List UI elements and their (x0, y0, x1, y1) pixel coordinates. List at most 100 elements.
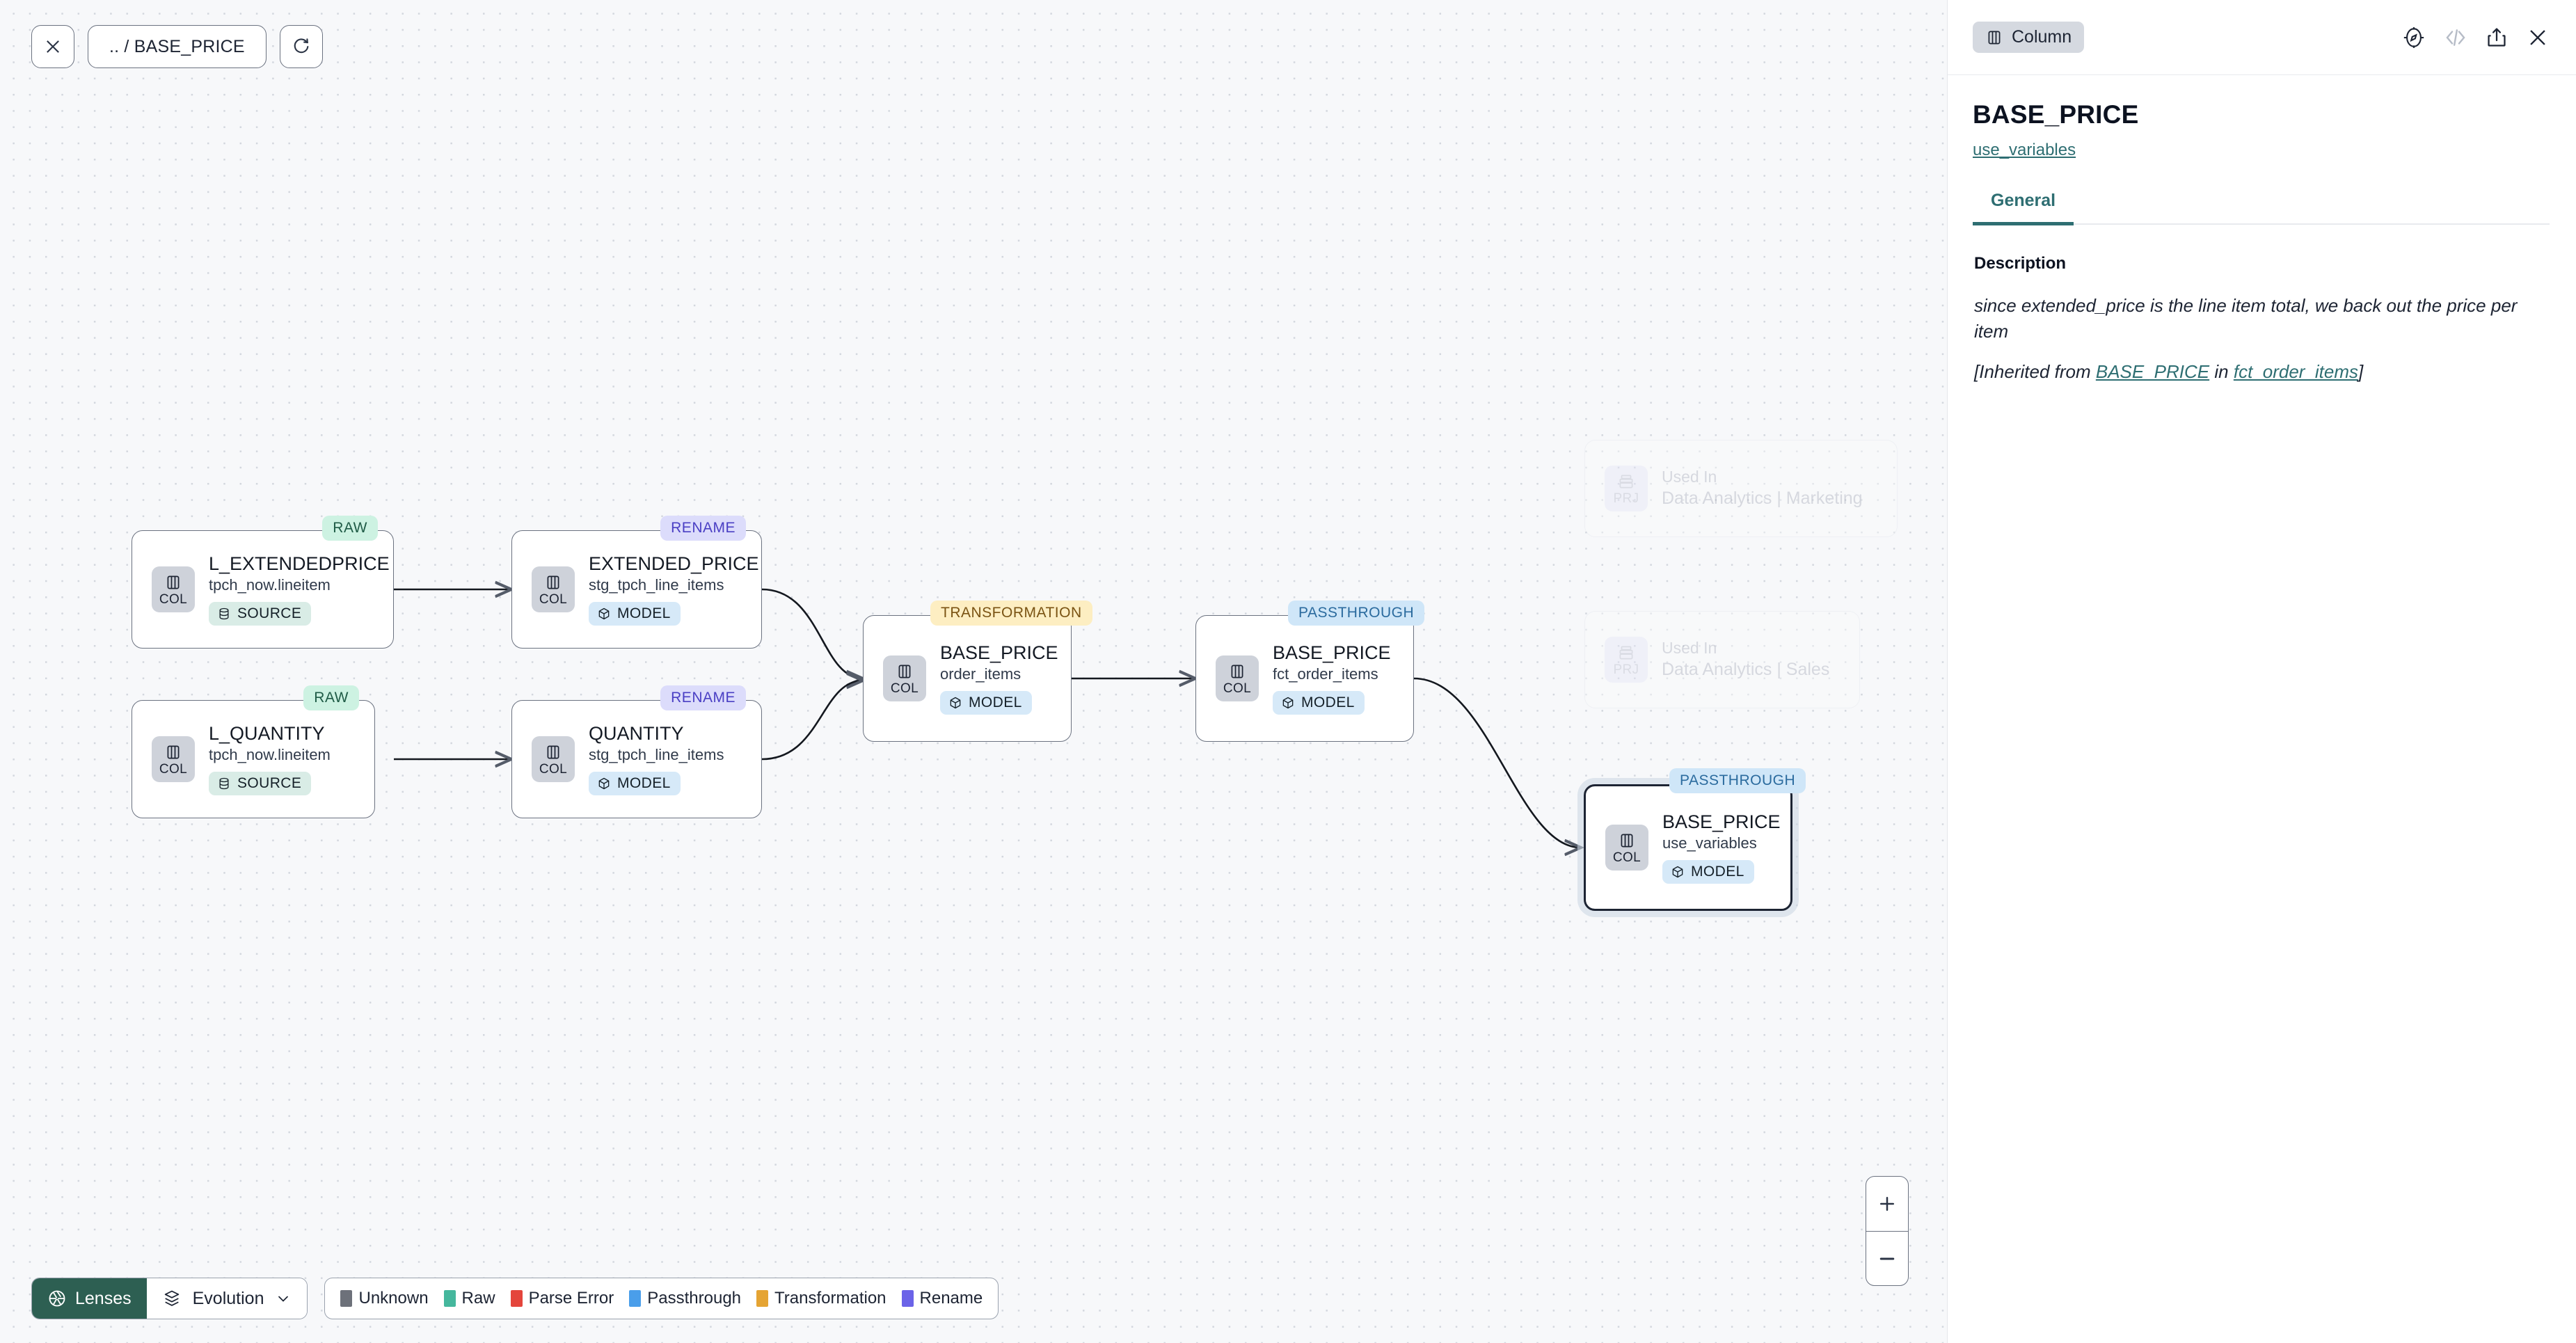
node-body: EXTENDED_PRICE stg_tpch_line_items MODEL (589, 553, 759, 626)
node-chip-label: MODEL (1301, 694, 1355, 710)
inherited-note: [Inherited from BASE_PRICE in fct_order_… (1974, 361, 2550, 383)
graph-node-extended-price[interactable]: RENAME COL EXTENDED_PRICE stg_tpch_line_… (511, 516, 762, 649)
node-chip-label: SOURCE (237, 774, 302, 791)
node-chip-model: MODEL (1273, 690, 1365, 715)
node-body: BASE_PRICE use_variables MODEL (1662, 811, 1781, 884)
tab-general[interactable]: General (1973, 191, 2074, 225)
aperture-icon (49, 1290, 65, 1307)
used-in-card-sales[interactable]: PRJ Used In Data Analytics | Sales (1584, 611, 1860, 708)
cube-icon (1282, 697, 1294, 709)
inherited-mid: in (2209, 360, 2234, 382)
legend-label: Parse Error (528, 1289, 614, 1308)
legend-swatch (510, 1290, 523, 1307)
node-subtitle: use_variables (1662, 834, 1757, 852)
legend-swatch (340, 1290, 353, 1307)
legend-swatch (901, 1290, 914, 1307)
cube-icon (950, 697, 961, 709)
legend-item-raw[interactable]: Raw (443, 1289, 495, 1308)
parent-model-link[interactable]: use_variables (1973, 141, 2076, 159)
used-in-card-marketing[interactable]: PRJ Used In Data Analytics | Marketing (1584, 440, 1898, 537)
code-icon[interactable] (2444, 26, 2467, 49)
node-badge-passthrough: PASSTHROUGH (1669, 768, 1806, 793)
legend-label: Rename (919, 1289, 983, 1308)
node-subtitle: order_items (940, 665, 1021, 683)
graph-node-base-price-order-items[interactable]: TRANSFORMATION COL BASE_PRICE order_item… (863, 601, 1092, 742)
details-panel: Column BASE_PRICE use_variables (1947, 0, 2576, 1343)
legend-label: Unknown (358, 1289, 429, 1308)
zoom-in-button[interactable] (1866, 1177, 1908, 1231)
zoom-controls (1866, 1176, 1909, 1286)
refresh-button[interactable] (279, 25, 323, 68)
panel-tabs: General (1973, 191, 2550, 225)
cube-icon (598, 607, 610, 620)
graph-node-l-extendedprice[interactable]: RAW COL L_EXTENDEDPRICE tpch_now.lineite… (132, 516, 394, 649)
inherited-suffix: ] (2358, 360, 2364, 382)
column-icon-label: COL (159, 591, 188, 607)
used-in-body: Used In Data Analytics | Sales (1662, 639, 1829, 680)
graph-node-base-price-use-variables[interactable]: PASSTHROUGH COL BASE_PRICE use_variables… (1584, 768, 1806, 911)
graph-node-l-quantity[interactable]: RAW COL L_QUANTITY tpch_now.lineitem SOU… (132, 685, 375, 818)
legend-item-parse-error[interactable]: Parse Error (510, 1289, 614, 1308)
inherited-model-link[interactable]: fct_order_items (2233, 360, 2359, 382)
minus-icon (1879, 1257, 1895, 1259)
legend-swatch (443, 1290, 456, 1307)
column-icon-label: COL (539, 591, 568, 607)
node-subtitle: tpch_now.lineitem (209, 746, 331, 764)
description-heading: Description (1974, 254, 2067, 273)
entity-type-badge: Column (1973, 22, 2085, 53)
node-subtitle: fct_order_items (1273, 665, 1378, 683)
node-badge-rename: RENAME (660, 516, 746, 541)
legend-item-passthrough[interactable]: Passthrough (629, 1289, 741, 1308)
graph-node-quantity[interactable]: RENAME COL QUANTITY stg_tpch_line_items … (511, 685, 762, 818)
node-chip-model: MODEL (1662, 859, 1754, 884)
used-in-label: Used In (1662, 639, 1717, 658)
node-chip-label: SOURCE (237, 605, 302, 621)
node-chip-model: MODEL (589, 771, 681, 795)
evolution-dropdown[interactable]: Evolution (146, 1278, 308, 1319)
legend-label: Raw (461, 1289, 495, 1308)
share-icon[interactable] (2486, 26, 2508, 49)
close-graph-button[interactable] (31, 25, 74, 68)
breadcrumb[interactable]: .. / BASE_PRICE (88, 25, 267, 68)
node-badge-passthrough: PASSTHROUGH (1288, 601, 1425, 626)
column-icon-label: COL (159, 761, 188, 777)
used-in-name: Data Analytics | Marketing (1662, 488, 1863, 509)
lenses-button[interactable]: Lenses (32, 1278, 147, 1319)
project-icon-label: PRJ (1613, 662, 1639, 677)
cube-icon (1672, 866, 1683, 878)
legend-label: Passthrough (647, 1289, 742, 1308)
compass-icon[interactable] (2402, 26, 2426, 49)
panel-header: Column (1948, 0, 2576, 75)
column-icon-label: COL (1612, 850, 1641, 865)
column-icon-label: COL (1223, 681, 1252, 696)
column-icon: COL (1605, 825, 1648, 871)
legend-item-unknown[interactable]: Unknown (340, 1289, 429, 1308)
lenses-label: Lenses (75, 1288, 132, 1308)
used-in-label: Used In (1662, 468, 1717, 486)
node-title: BASE_PRICE (1273, 642, 1391, 664)
legend-item-rename[interactable]: Rename (901, 1289, 983, 1308)
zoom-out-button[interactable] (1866, 1231, 1908, 1285)
legend-item-transformation[interactable]: Transformation (756, 1289, 887, 1308)
node-badge-raw: RAW (322, 516, 378, 541)
node-chip-model: MODEL (940, 690, 1032, 715)
node-chip-source: SOURCE (209, 771, 312, 795)
node-chip-model: MODEL (589, 601, 681, 626)
node-title: BASE_PRICE (940, 642, 1058, 664)
used-in-body: Used In Data Analytics | Marketing (1662, 468, 1863, 509)
graph-node-base-price-fct-order-items[interactable]: PASSTHROUGH COL BASE_PRICE fct_order_ite… (1195, 601, 1425, 742)
used-in-name: Data Analytics | Sales (1662, 660, 1830, 680)
node-title: BASE_PRICE (1662, 811, 1781, 833)
canvas-toolbar: .. / BASE_PRICE (31, 25, 323, 68)
close-panel-icon[interactable] (2526, 26, 2550, 49)
column-icon: COL (883, 655, 926, 701)
lineage-canvas[interactable]: .. / BASE_PRICE RAW COL L_EXTENDEDPRICE … (0, 0, 1947, 1343)
column-icon (1988, 30, 2001, 45)
node-badge-raw: RAW (303, 685, 359, 710)
evolution-label: Evolution (192, 1288, 264, 1308)
node-chip-label: MODEL (617, 774, 671, 791)
legend-swatch (756, 1290, 769, 1307)
inherited-column-link[interactable]: BASE_PRICE (2095, 360, 2210, 382)
node-chip-source: SOURCE (209, 601, 312, 626)
refresh-icon (294, 38, 309, 54)
